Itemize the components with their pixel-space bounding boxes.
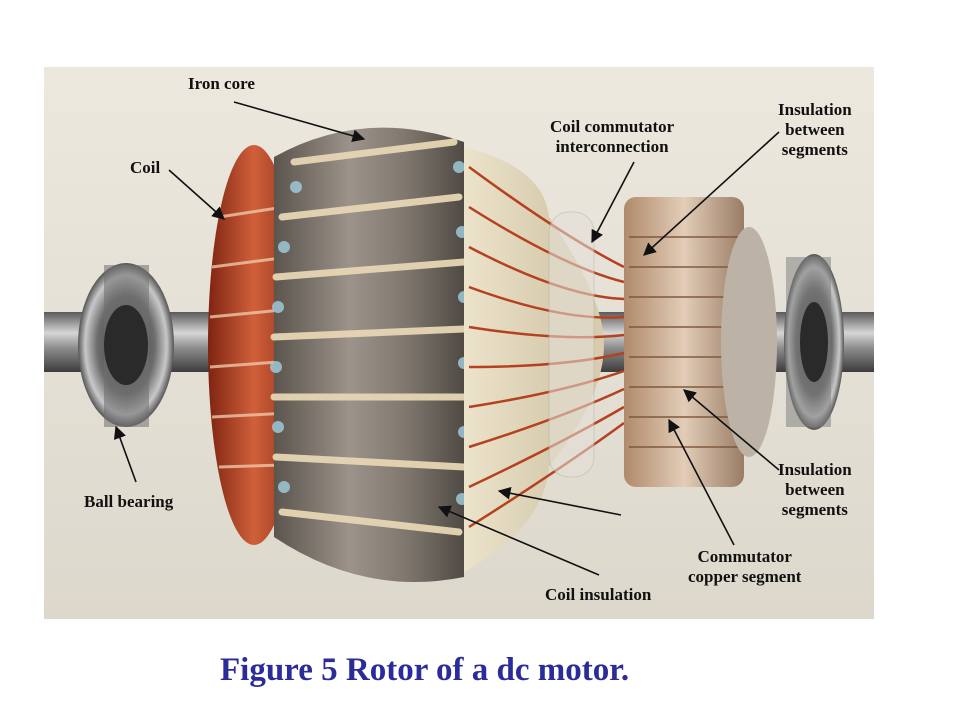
label-insulation-bottom-line3: segments: [781, 500, 848, 519]
rotor-photo: [44, 67, 874, 619]
insulation-ring: [548, 211, 595, 478]
leader-lines: [113, 101, 780, 576]
label-commutator-line1: Commutator: [697, 547, 792, 566]
iron-core: [270, 127, 470, 583]
label-coil-commutator-line1: Coil commutator: [550, 117, 675, 136]
label-coil: Coil: [130, 158, 161, 177]
label-commutator: Commutator copper segment: [688, 547, 801, 587]
label-coil-commutator: Coil commutator interconnection: [550, 117, 674, 157]
label-insulation-bottom-line1: Insulation: [778, 460, 852, 479]
label-insulation-top-line3: segments: [781, 140, 848, 159]
label-ball-bearing: Ball bearing: [84, 492, 174, 511]
left-ball-bearing: [78, 263, 174, 427]
right-ball-bearing: [784, 254, 844, 430]
label-insulation-top: Insulation between segments: [778, 100, 852, 160]
label-insulation-top-line1: Insulation: [778, 100, 852, 119]
label-iron-core: Iron core: [188, 74, 255, 93]
label-insulation-bottom-line2: between: [785, 480, 845, 499]
label-coil-commutator-line2: interconnection: [555, 137, 669, 156]
label-coil-insulation: Coil insulation: [545, 585, 652, 604]
label-insulation-top-line2: between: [785, 120, 845, 139]
commutator: [624, 197, 777, 487]
figure-caption: Figure 5 Rotor of a dc motor.: [220, 652, 630, 688]
label-commutator-line2: copper segment: [688, 567, 802, 586]
label-insulation-bottom: Insulation between segments: [778, 460, 852, 520]
